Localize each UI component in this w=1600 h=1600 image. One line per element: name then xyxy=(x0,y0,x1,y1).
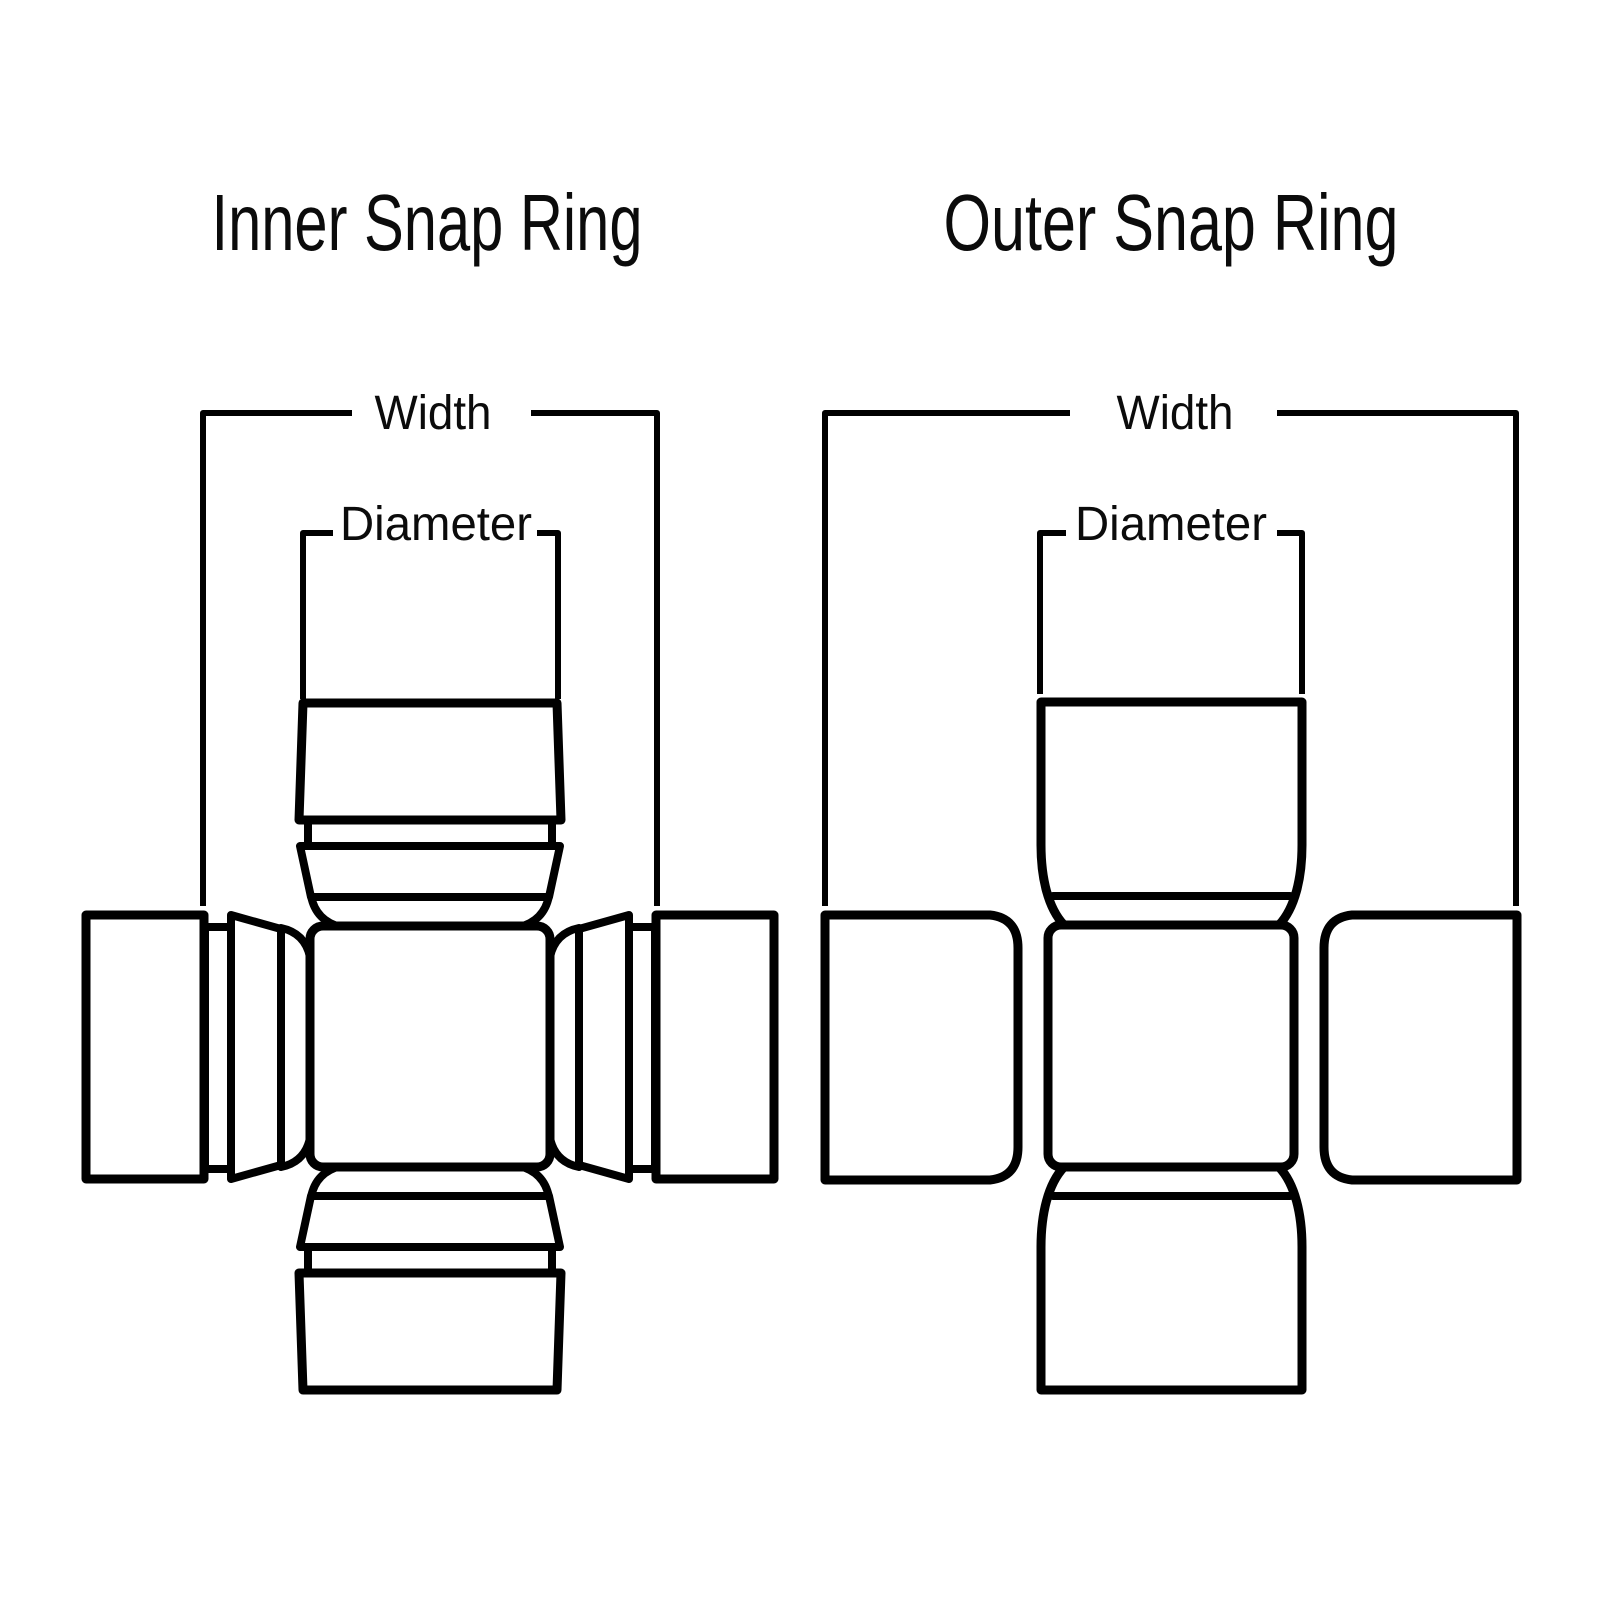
inner-cross-fillet-curves xyxy=(277,892,583,1201)
inner-diameter-bracket xyxy=(300,530,561,699)
outer-width-bracket xyxy=(822,410,1519,906)
outer-bearing-caps xyxy=(820,697,1522,1395)
outer-diameter-label: Diameter xyxy=(1075,498,1267,551)
inner-width-bracket xyxy=(200,410,660,906)
inner-cap-lip-rings xyxy=(227,842,633,1251)
outer-width-label: Width xyxy=(1117,387,1234,440)
outer-diameter-bracket xyxy=(1037,530,1305,694)
outer-snap-ring-diagram: Width Diameter Outer Snap Ring xyxy=(820,178,1522,1395)
inner-diagram-title: Inner Snap Ring xyxy=(212,178,643,267)
inner-snap-ring-diagram: Width Diameter Inner Snap Ring xyxy=(81,178,779,1395)
inner-bearing-caps xyxy=(81,698,779,1395)
inner-width-label: Width xyxy=(375,387,492,440)
inner-cross-body xyxy=(305,921,555,1172)
outer-diagram-title: Outer Snap Ring xyxy=(944,178,1399,267)
outer-cap-face-lines xyxy=(1049,892,1294,1200)
outer-cross-body xyxy=(1043,920,1299,1172)
inner-diameter-label: Diameter xyxy=(340,498,532,551)
